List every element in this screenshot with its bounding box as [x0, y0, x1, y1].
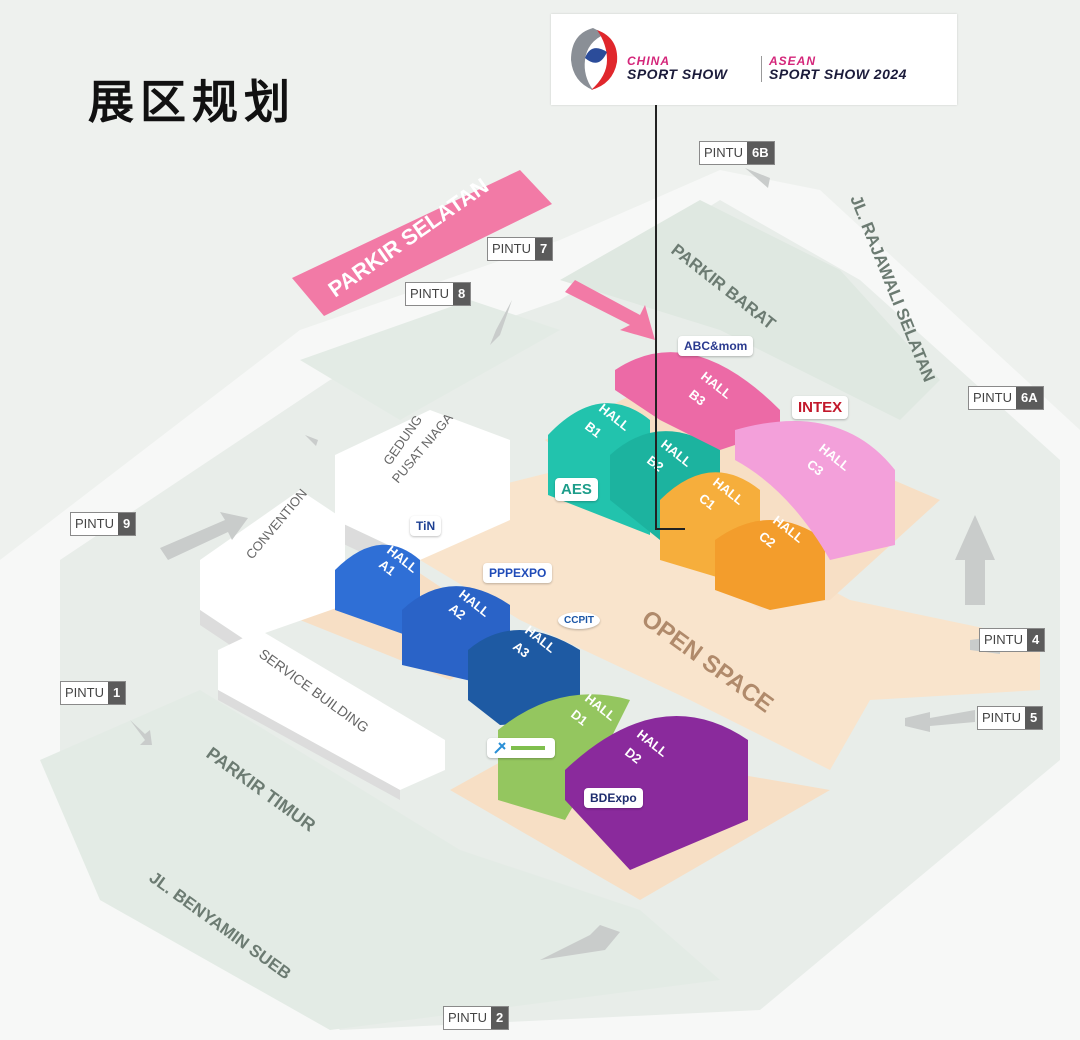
gate-7-number: 7 — [535, 238, 553, 260]
badge-tin[interactable]: TiN — [410, 516, 442, 536]
gate-6b[interactable]: PINTU 6B — [699, 141, 775, 165]
hall-d-group — [498, 694, 748, 870]
service-building: SERVICE BUILDING — [218, 630, 445, 800]
gate-6a[interactable]: PINTU 6A — [968, 386, 1044, 410]
hall-b-group — [548, 352, 780, 540]
logo-divider — [761, 56, 762, 82]
badge-aes-text: AES — [561, 481, 592, 498]
logo-pointer-foot — [655, 528, 685, 530]
badge-bdexpo[interactable]: BDExpo — [584, 788, 643, 808]
open-space-area — [420, 470, 1040, 770]
gate-7[interactable]: PINTU 7 — [487, 237, 554, 261]
badge-abc-mom[interactable]: ABC&mom — [678, 336, 754, 356]
gate-6a-word: PINTU — [973, 390, 1012, 405]
gate-9[interactable]: PINTU 9 — [70, 512, 137, 536]
badge-ppp-expo[interactable]: PPPEXPO — [483, 563, 553, 583]
gate-8-number: 8 — [453, 283, 471, 305]
gate-5-number: 5 — [1025, 707, 1043, 729]
gate-1-word: PINTU — [65, 685, 104, 700]
gate-6b-number: 6B — [747, 142, 774, 164]
logo-sport-show-2024: SPORT SHOW 2024 — [769, 66, 907, 82]
hall-c-group — [660, 421, 895, 610]
badge-ccpit-text: CCPIT — [564, 615, 594, 626]
gate-1[interactable]: PINTU 1 — [60, 681, 127, 705]
gate-5[interactable]: PINTU 5 — [977, 706, 1044, 730]
badge-abc-mom-text: ABC&mom — [684, 339, 748, 353]
gate-7-word: PINTU — [492, 241, 531, 256]
badge-aes[interactable]: AES — [555, 478, 598, 501]
gate-1-number: 1 — [108, 682, 126, 704]
gate-4-number: 4 — [1027, 629, 1045, 651]
gate-5-word: PINTU — [982, 710, 1021, 725]
gate-6b-word: PINTU — [704, 145, 743, 160]
badge-exhibitor-d1[interactable] — [487, 738, 555, 758]
badge-intex-text: INTEX — [798, 399, 843, 416]
logo-pointer-line — [655, 105, 657, 530]
sport-show-logo-mark — [571, 28, 618, 90]
gate-9-number: 9 — [118, 513, 136, 535]
gate-8-word: PINTU — [410, 286, 449, 301]
logo-china: CHINA — [627, 54, 670, 68]
gate-6a-number: 6A — [1016, 387, 1043, 409]
page-title: 展区规划 — [88, 75, 296, 129]
badge-ccpit[interactable]: CCPIT — [558, 612, 600, 629]
gate-9-word: PINTU — [75, 516, 114, 531]
gate-2-word: PINTU — [448, 1010, 487, 1025]
badge-tin-text: TiN — [416, 519, 436, 533]
badge-intex[interactable]: INTEX — [792, 396, 849, 419]
gate-4[interactable]: PINTU 4 — [979, 628, 1046, 652]
sport-show-logo: CHINA SPORT SHOW ASEAN SPORT SHOW 2024 — [551, 14, 957, 105]
gate-2-number: 2 — [491, 1007, 509, 1029]
logo-asean: ASEAN — [769, 54, 817, 68]
badge-bdexpo-text: BDExpo — [590, 791, 637, 805]
gate-2[interactable]: PINTU 2 — [443, 1006, 510, 1030]
gate-4-word: PINTU — [984, 632, 1023, 647]
gate-8[interactable]: PINTU 8 — [405, 282, 472, 306]
badge-ppp-expo-text: PPPEXPO — [489, 566, 547, 580]
logo-sport-show: SPORT SHOW — [627, 66, 728, 82]
exhibitor-d1-logo-icon — [494, 742, 545, 754]
